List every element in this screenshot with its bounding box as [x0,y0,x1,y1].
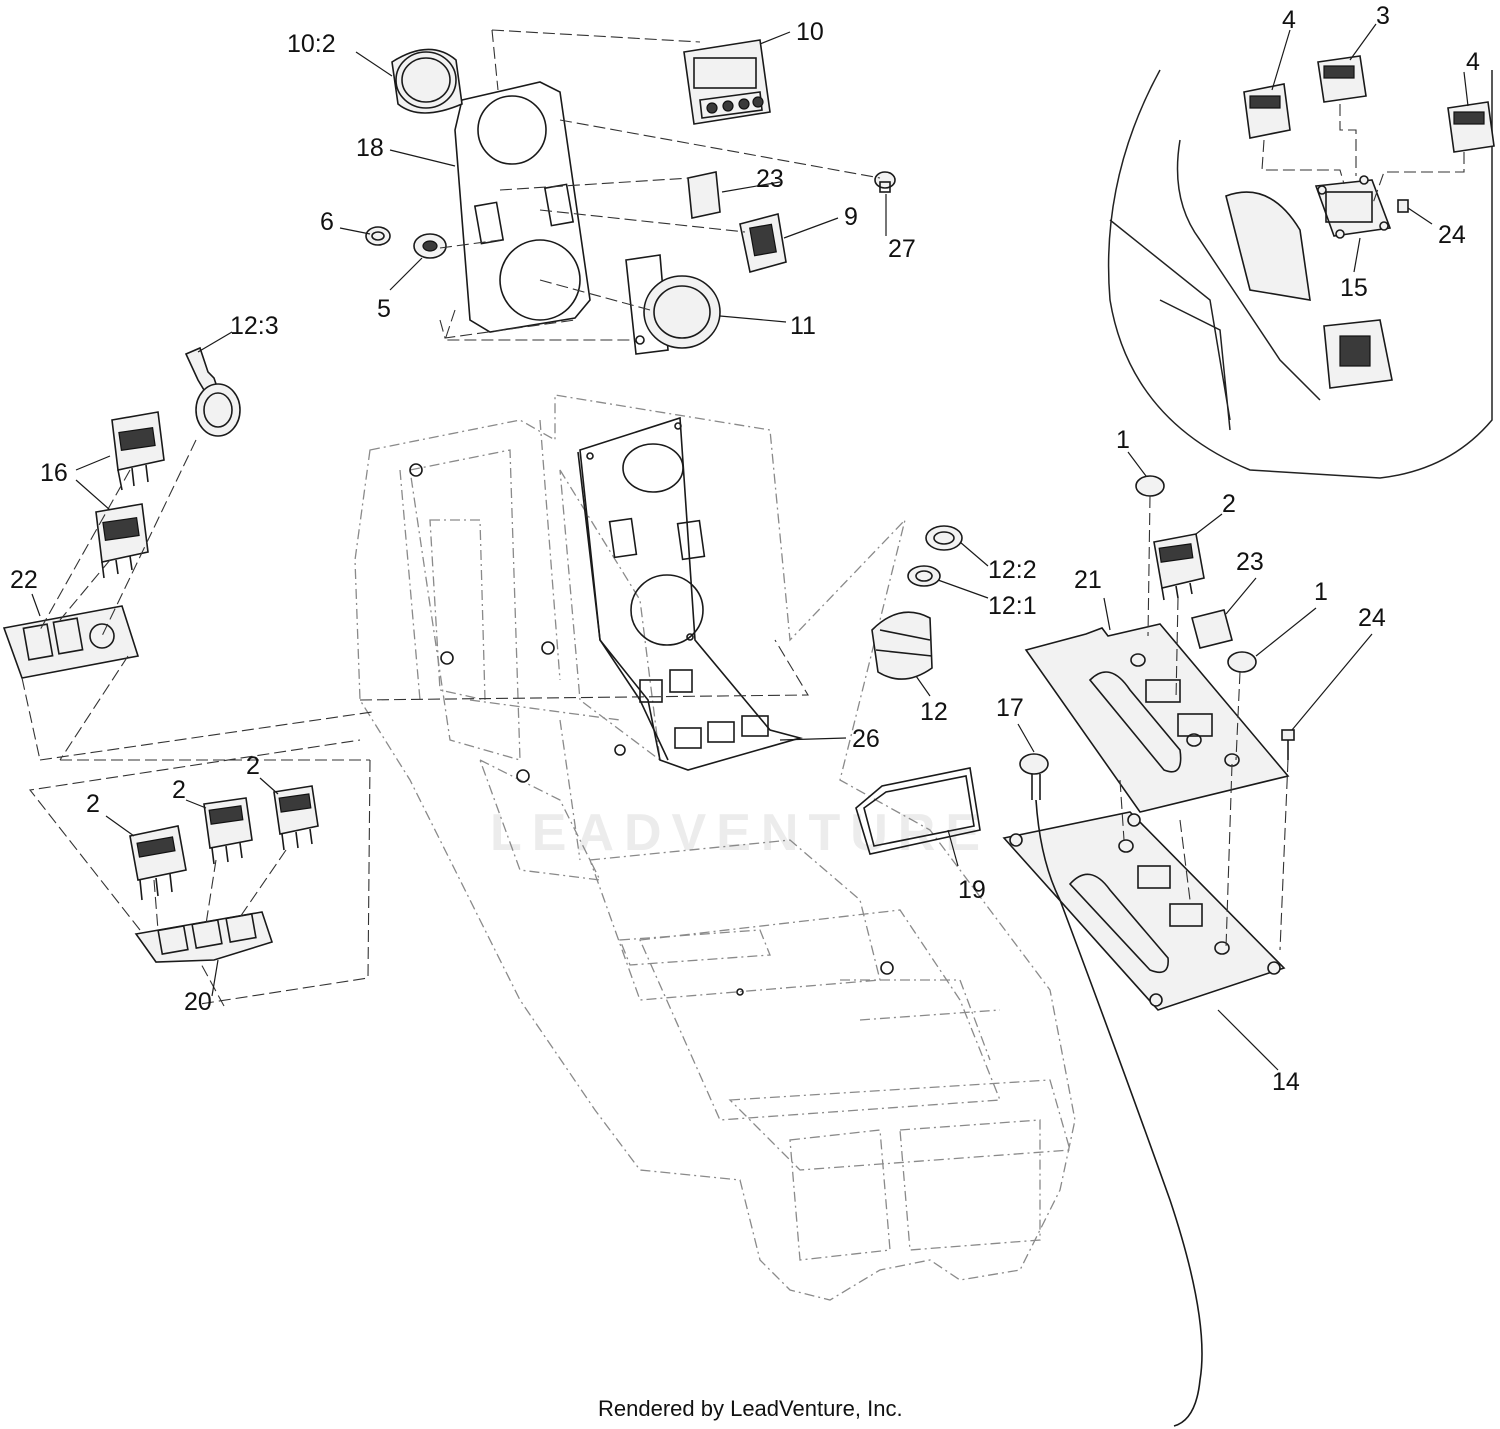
gauge-11 [625,254,721,355]
rocker-switch-16b [95,503,149,579]
key-12-3 [184,346,241,437]
callout-24-right: 24 [1358,604,1386,632]
callout-24-inset: 24 [1438,221,1466,249]
callout-17: 17 [996,694,1024,722]
phantom-lines-inset [1261,104,1465,207]
plate-14 [1002,811,1286,1011]
callout-20: 20 [184,988,212,1016]
switch-9 [739,213,787,273]
callout-2-b: 2 [172,776,186,804]
knob-17 [1019,753,1203,1427]
callout-12: 12 [920,698,948,726]
dash-bezel-18 [454,81,591,333]
callout-23-right: 23 [1236,548,1264,576]
rocker-switch-16a [111,411,165,491]
callout-2-c: 2 [246,752,260,780]
callout-11: 11 [790,312,816,340]
rocker-switch-2-right [1153,533,1205,601]
phantom-lines-bottom-left [153,849,287,1007]
callout-10-2: 10:2 [287,30,336,58]
phantom-lines-right [1119,495,1289,951]
callout-15: 15 [1340,274,1368,302]
callout-12-3: 12:3 [230,312,279,340]
leader-lines [31,23,1469,1071]
phantom-lines-left [21,439,809,1005]
plug-23-right [1191,609,1233,649]
callout-21: 21 [1074,566,1102,594]
callout-4-right: 4 [1466,48,1480,76]
knob-6 [365,226,391,246]
callout-12-2: 12:2 [988,556,1037,584]
bolt-24-right [1281,729,1295,760]
watermark-text: LEADVENTURE [490,804,990,862]
callout-6: 6 [320,208,334,236]
plate-21 [1024,623,1290,813]
plug-23-top [687,171,721,219]
callout-22: 22 [10,566,38,594]
callout-labels: 10 10:2 18 23 9 27 6 5 11 12:3 16 22 4 3… [10,2,1480,1096]
callout-19: 19 [958,876,986,904]
callout-1-top: 1 [1116,426,1130,454]
phantom-lines-top [439,29,881,341]
display-module-10 [683,39,771,125]
gauge-cover-10-2 [391,48,463,114]
callout-2-a: 2 [86,790,100,818]
fastener-27 [874,171,896,193]
callout-23-top: 23 [756,165,784,193]
center-console-ghost [354,394,1076,1301]
rocker-switch-2a [129,825,187,901]
callout-26: 26 [852,725,880,753]
callout-9: 9 [844,203,858,231]
detail-inset [1107,55,1495,479]
footer-credit: Rendered by LeadVenture, Inc. [598,1396,903,1421]
instrument-panel-26 [577,416,804,771]
plug-1a [1135,475,1165,497]
ignition-12 [871,525,963,680]
switch-plate-20 [134,911,274,963]
gasket-19 [855,767,981,855]
switch-plate-22 [2,605,140,679]
callout-16: 16 [40,459,68,487]
callout-3: 3 [1376,2,1390,30]
rocker-switch-2b [203,797,253,865]
callout-1-right: 1 [1314,578,1328,606]
callout-18: 18 [356,134,384,162]
callout-4-left: 4 [1282,6,1296,34]
callout-10: 10 [796,18,824,46]
callout-2-right: 2 [1222,490,1236,518]
callout-5: 5 [377,295,391,323]
callout-14: 14 [1272,1068,1300,1096]
callout-27: 27 [888,235,916,263]
callout-12-1: 12:1 [988,592,1037,620]
rocker-switch-2c [273,785,319,851]
bushing-5 [413,233,447,259]
plug-1b [1227,651,1257,673]
